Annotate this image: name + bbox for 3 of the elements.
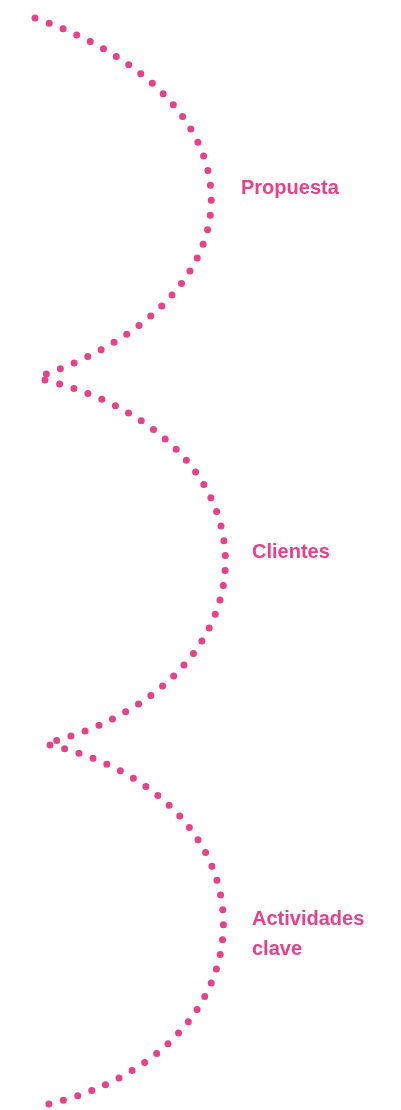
section-label: Clientes	[252, 539, 330, 564]
section-label: Actividades clave	[252, 906, 366, 961]
section-label: Propuesta	[241, 175, 339, 200]
